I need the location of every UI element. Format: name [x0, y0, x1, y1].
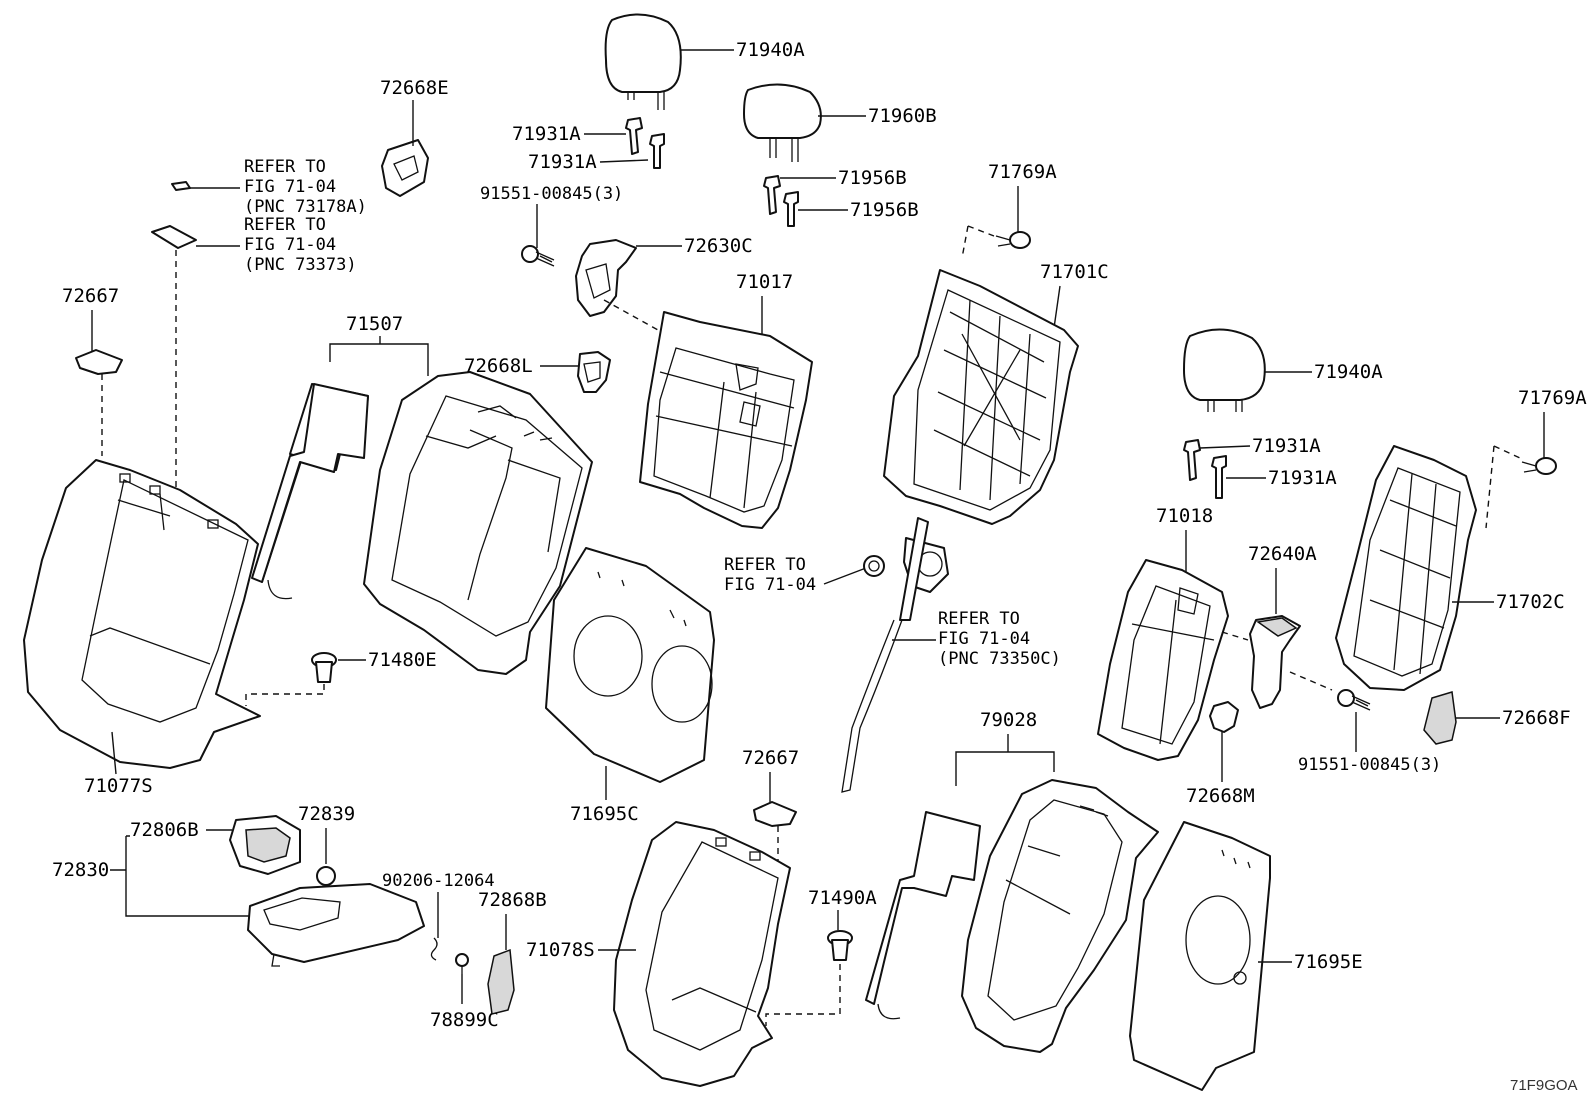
- label-71507: 71507: [346, 313, 403, 335]
- label-71695e: 71695E: [1294, 951, 1363, 973]
- bolt-91551-top[interactable]: [521, 245, 555, 267]
- label-79028: 79028: [980, 709, 1037, 731]
- back-board-71702c[interactable]: [1335, 445, 1477, 691]
- label-71769a-top: 71769A: [988, 161, 1057, 183]
- label-71018: 71018: [1156, 505, 1213, 527]
- seatback-cover-71078s[interactable]: [613, 821, 791, 1087]
- label-71701c: 71701C: [1040, 261, 1109, 283]
- ref4-line2: FIG 71-04: [938, 629, 1030, 649]
- label-91551-right: 91551-00845(3): [1298, 755, 1441, 775]
- ref-fig-71-04-seatbelt[interactable]: REFER TO FIG 71-04: [724, 555, 816, 595]
- label-72667-center: 72667: [742, 747, 799, 769]
- bolt-91551-right[interactable]: [1337, 689, 1371, 711]
- figure-code: 71F9GOA: [1510, 1077, 1578, 1094]
- ref-fig-71-04-73178a[interactable]: REFER TO FIG 71-04 (PNC 73178A): [244, 157, 367, 217]
- label-71017: 71017: [736, 271, 793, 293]
- label-71490a: 71490A: [808, 887, 877, 909]
- label-90206: 90206-12064: [382, 871, 495, 891]
- ref-fig-71-04-73350c[interactable]: REFER TO FIG 71-04 (PNC 73350C): [938, 609, 1061, 669]
- hinge-72630c[interactable]: [575, 239, 637, 317]
- cover-72668f[interactable]: [1423, 691, 1457, 745]
- seatback-frame-71017[interactable]: [639, 311, 813, 529]
- label-72668f: 72668F: [1502, 707, 1571, 729]
- screw-71769a-top[interactable]: [995, 231, 1031, 249]
- label-71078s: 71078S: [526, 939, 595, 961]
- label-72667-left: 72667: [62, 285, 119, 307]
- label-72668e: 72668E: [380, 77, 449, 99]
- ref1-line3: (PNC 73178A): [244, 197, 367, 217]
- clip-72667-center[interactable]: [753, 801, 797, 827]
- label-71956b-2: 71956B: [850, 199, 919, 221]
- label-71960b: 71960B: [868, 105, 937, 127]
- headrest-71940a-top[interactable]: [604, 13, 682, 110]
- label-71931a-1: 71931A: [512, 123, 581, 145]
- label-71480e: 71480E: [368, 649, 437, 671]
- bezel-72806b[interactable]: [229, 815, 301, 875]
- ref4-line3: (PNC 73350C): [938, 649, 1061, 669]
- bracket-72668e[interactable]: [381, 139, 429, 197]
- headrest-71940a-right[interactable]: [1183, 328, 1266, 412]
- seatback-cover-79028[interactable]: [961, 779, 1159, 1053]
- pad-71507[interactable]: [251, 383, 369, 600]
- pad-board-71695c[interactable]: [545, 547, 715, 783]
- cap-72839[interactable]: [316, 866, 336, 886]
- label-72630c: 72630C: [684, 235, 753, 257]
- hinge-72640a[interactable]: [1249, 615, 1301, 709]
- bracket-72668m[interactable]: [1209, 701, 1239, 733]
- back-board-71701c[interactable]: [883, 269, 1079, 525]
- label-72868b: 72868B: [478, 889, 547, 911]
- pad-79028[interactable]: [865, 811, 981, 1020]
- label-72830: 72830: [52, 859, 109, 881]
- label-72668m: 72668M: [1186, 785, 1255, 807]
- label-91551-top: 91551-00845(3): [480, 184, 623, 204]
- clip-90206[interactable]: [430, 937, 438, 961]
- clip-72667-left[interactable]: [75, 349, 123, 375]
- ref2-line2: FIG 71-04: [244, 235, 336, 255]
- headrest-71960b[interactable]: [743, 83, 822, 162]
- bracket-72668l[interactable]: [577, 351, 611, 393]
- ref4-line1: REFER TO: [938, 609, 1020, 629]
- armrest-72830[interactable]: [247, 883, 425, 967]
- guide-71956b[interactable]: [763, 175, 799, 227]
- ref3-line1: REFER TO: [724, 555, 806, 575]
- cover-72868b[interactable]: [487, 948, 515, 1015]
- clip-71480e[interactable]: [311, 652, 337, 683]
- guide-71931a-top[interactable]: [625, 117, 665, 169]
- guide-71931a-right[interactable]: [1183, 439, 1227, 499]
- seatback-frame-71018[interactable]: [1097, 559, 1229, 761]
- ref2-line1: REFER TO: [244, 215, 326, 235]
- pad-board-71695e[interactable]: [1129, 821, 1271, 1091]
- label-71940a-top: 71940A: [736, 39, 805, 61]
- label-71931a-3: 71931A: [1252, 435, 1321, 457]
- label-72668l: 72668L: [464, 355, 533, 377]
- seatbelt-retractor[interactable]: [841, 517, 949, 793]
- clip-71490a[interactable]: [827, 930, 853, 961]
- label-72806b: 72806B: [130, 819, 199, 841]
- ref3-line2: FIG 71-04: [724, 575, 816, 595]
- label-71931a-4: 71931A: [1268, 467, 1337, 489]
- label-72640a: 72640A: [1248, 543, 1317, 565]
- label-72839: 72839: [298, 803, 355, 825]
- screw-71769a-right[interactable]: [1521, 457, 1557, 475]
- label-78899c: 78899C: [430, 1009, 499, 1031]
- ref1-line1: REFER TO: [244, 157, 326, 177]
- screw-78899c[interactable]: [455, 953, 469, 974]
- label-71702c: 71702C: [1496, 591, 1565, 613]
- seatback-cover-71507[interactable]: [363, 371, 593, 675]
- ref-fig-71-04-73373[interactable]: REFER TO FIG 71-04 (PNC 73373): [244, 215, 357, 275]
- label-71077s: 71077S: [84, 775, 153, 797]
- ref2-line3: (PNC 73373): [244, 255, 357, 275]
- label-71931a-2: 71931A: [528, 151, 597, 173]
- label-71956b-1: 71956B: [838, 167, 907, 189]
- seatback-cover-71077s[interactable]: [23, 459, 261, 769]
- label-71769a-right: 71769A: [1518, 387, 1587, 409]
- ref1-line2: FIG 71-04: [244, 177, 336, 197]
- label-71695c: 71695C: [570, 803, 639, 825]
- label-71940a-right: 71940A: [1314, 361, 1383, 383]
